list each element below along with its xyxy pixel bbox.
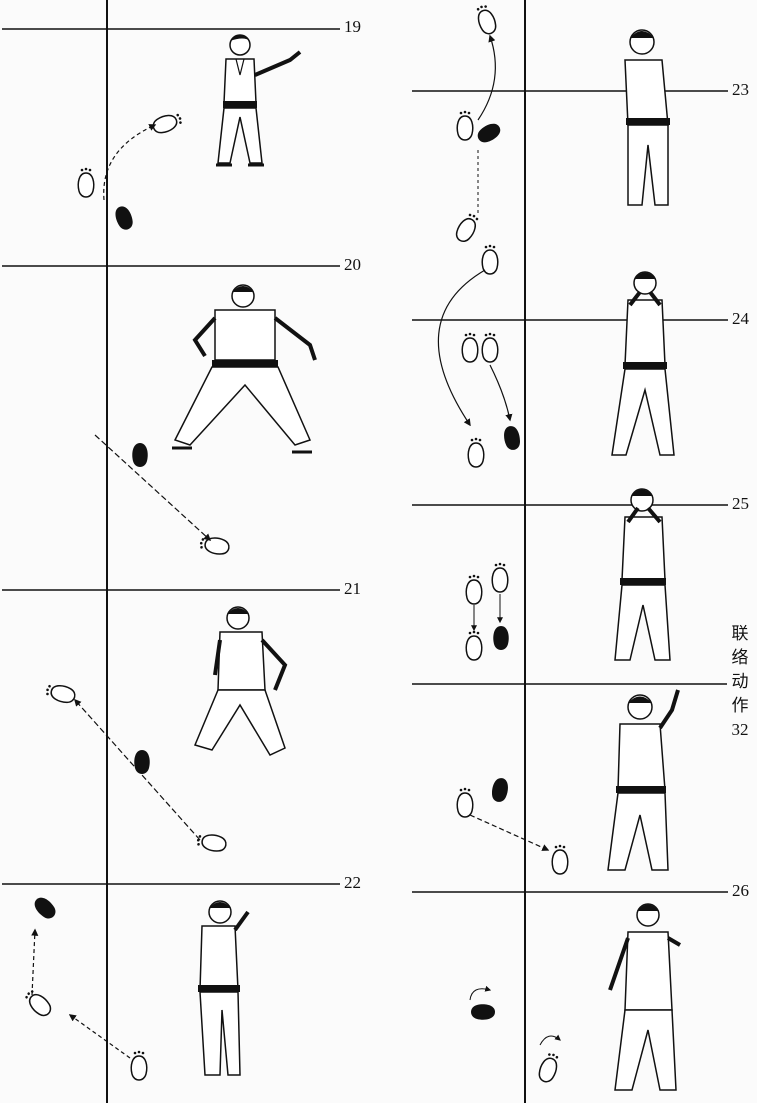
foot-21b <box>134 750 150 774</box>
path-24b <box>489 364 513 422</box>
connecting-move-label: 联 络 动 作 32 <box>727 622 753 742</box>
foot-20a <box>132 443 148 467</box>
foot-26a <box>471 1004 495 1020</box>
figure-23 <box>624 29 670 206</box>
figure-26 <box>608 903 682 1091</box>
foot-19a <box>150 110 185 137</box>
foot-22c <box>130 1049 148 1081</box>
frame-number-21: 21 <box>342 579 363 598</box>
foot-24f <box>502 424 522 452</box>
frame-number-26: 26 <box>730 881 751 900</box>
path-23 <box>477 34 496 121</box>
foot-23b <box>474 120 504 146</box>
side-label-char-4: 作 <box>731 696 749 716</box>
frame-number-20: 20 <box>342 255 363 274</box>
figure-32 <box>607 689 680 871</box>
foot-32b <box>456 786 474 818</box>
path-22b <box>68 1014 131 1059</box>
foot-25c <box>465 629 483 661</box>
foot-23a <box>473 2 500 37</box>
foot-24e <box>467 436 485 468</box>
foot-22a <box>31 894 59 922</box>
path-20 <box>94 434 212 541</box>
frame-number-22: 22 <box>342 873 363 892</box>
foot-32a <box>490 776 510 804</box>
path-24a <box>437 269 486 427</box>
foot-23c <box>456 109 474 141</box>
foot-21c <box>194 831 228 854</box>
foot-22b <box>21 986 55 1020</box>
foot-25a <box>465 573 483 605</box>
foot-25d <box>493 626 509 650</box>
foot-26b <box>535 1050 562 1085</box>
frame-number-24: 24 <box>730 309 751 328</box>
frame-number-23: 23 <box>730 80 751 99</box>
foot-32c <box>551 843 569 875</box>
side-label-char-3: 动 <box>731 672 749 692</box>
foot-19c <box>112 204 136 232</box>
side-label-char-2: 络 <box>731 648 749 668</box>
figure-19 <box>214 33 266 167</box>
figure-24 <box>611 271 675 456</box>
foot-24c <box>461 331 479 363</box>
foot-19b <box>77 166 95 198</box>
path-26b <box>539 1034 561 1046</box>
foot-24d <box>481 331 499 363</box>
figure-20 <box>172 284 317 454</box>
foot-21a <box>43 681 78 706</box>
side-label-number: 32 <box>731 720 749 739</box>
foot-20b <box>197 534 231 557</box>
path-26 <box>469 985 492 1001</box>
frame-number-19: 19 <box>342 17 363 36</box>
path-21 <box>74 698 201 841</box>
side-label-char-1: 联 <box>731 624 749 644</box>
foot-24a <box>452 210 483 246</box>
figure-25 <box>614 488 671 661</box>
path-19 <box>103 124 157 201</box>
figure-21 <box>193 606 288 756</box>
figure-22 <box>198 900 250 1076</box>
foot-25b <box>491 561 509 593</box>
arm-19 <box>254 50 302 77</box>
path-32 <box>469 814 550 851</box>
path-22 <box>31 928 39 996</box>
frame-number-25: 25 <box>730 494 751 513</box>
